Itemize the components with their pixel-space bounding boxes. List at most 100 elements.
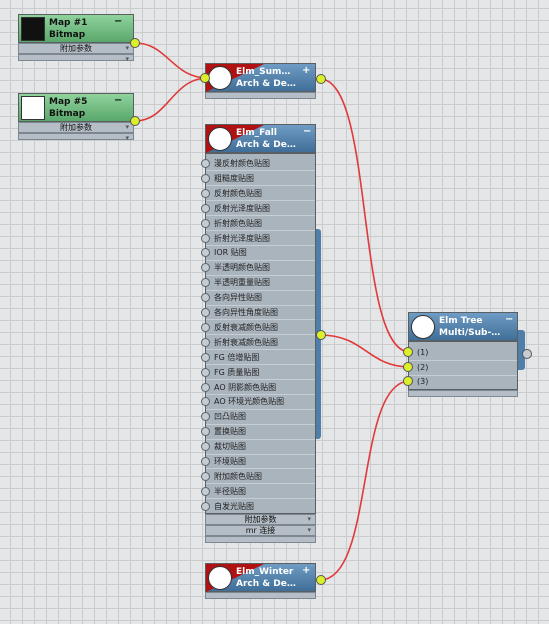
slot-input-port[interactable] [201, 233, 210, 243]
slot-label: FG 倍增贴图 [214, 352, 260, 362]
map-slot[interactable]: 环境贴图 [201, 454, 315, 469]
slot-input-port[interactable] [201, 442, 210, 452]
node-header[interactable]: Map #5 Bitmap − [18, 93, 134, 122]
map-slot[interactable]: 折射颜色贴图 [201, 216, 315, 231]
slot-input-port[interactable] [201, 173, 210, 183]
plus-icon[interactable]: + [302, 65, 311, 76]
slot-input-port[interactable] [201, 352, 210, 362]
output-port-elm-tree[interactable] [522, 349, 532, 359]
slot-label: 粗糙度贴图 [214, 173, 254, 183]
minus-icon[interactable]: − [114, 95, 123, 106]
slot-input-port[interactable] [201, 278, 210, 288]
input-port[interactable] [403, 347, 413, 357]
footer-rollout[interactable] [205, 592, 316, 599]
material-node-elm-fall[interactable]: Elm_Fall Arch & De… − 漫反射颜色贴图粗糙度贴图反射颜色贴图… [201, 124, 316, 545]
map-slot[interactable]: IOR 贴图 [201, 245, 315, 260]
sub-slot-3[interactable]: (3) [403, 374, 517, 389]
map-slot[interactable]: 裁切贴图 [201, 439, 315, 454]
material-node-elm-winter[interactable]: Elm_Winter Arch & De… + [205, 563, 316, 603]
slot-input-port[interactable] [201, 501, 210, 511]
slot-input-port[interactable] [201, 203, 210, 213]
output-port[interactable] [316, 74, 326, 84]
sub-slot-1[interactable]: (1) [403, 345, 517, 360]
node-header[interactable]: Elm Tree Multi/Sub-… − [408, 312, 518, 341]
slot-label: AO 环境光颜色贴图 [214, 397, 285, 407]
slot-label: 反射衰减颜色贴图 [214, 322, 278, 332]
footer-rollout-2[interactable]: ▾ [18, 54, 134, 63]
map-slot[interactable]: 折射光泽度贴图 [201, 231, 315, 246]
slot-input-port[interactable] [201, 308, 210, 317]
slot-input-port[interactable] [201, 471, 210, 481]
slot-input-port[interactable] [201, 293, 210, 303]
map-slot[interactable]: 半透明颜色贴图 [201, 260, 315, 275]
map-slot[interactable]: FG 倍增贴图 [201, 350, 315, 365]
output-port[interactable] [130, 38, 140, 48]
map-slot[interactable]: 漫反射颜色贴图 [201, 156, 315, 171]
footer-rollout-bottom[interactable] [205, 536, 316, 543]
map-slot[interactable]: 自发光贴图 [201, 499, 315, 514]
footer-rollout-2[interactable]: ▾ [18, 133, 134, 142]
node-side-tab[interactable] [516, 330, 525, 370]
node-header[interactable]: Elm_Fall Arch & De… − [205, 124, 316, 153]
slot-input-port[interactable] [201, 397, 210, 407]
minus-icon[interactable]: − [114, 16, 123, 27]
slot-divider [409, 375, 517, 376]
map-slot[interactable]: AO 阴影颜色贴图 [201, 380, 315, 395]
plus-icon[interactable]: + [302, 565, 311, 576]
footer-rollout-extra[interactable]: 附加参数▾ [205, 514, 316, 525]
slot-label: 半透明重量贴图 [214, 278, 270, 288]
slot-input-port[interactable] [201, 367, 210, 377]
map-slot[interactable]: 凹凸贴图 [201, 409, 315, 424]
input-port[interactable] [403, 376, 413, 386]
minus-icon[interactable]: − [505, 314, 514, 325]
map-slot[interactable]: 粗糙度贴图 [201, 171, 315, 186]
minus-icon[interactable]: − [303, 126, 312, 137]
material-node-elm-summer[interactable]: Elm_Sum… Arch & De… + [200, 63, 326, 103]
slot-input-port[interactable] [201, 159, 210, 168]
output-port-elm-winter[interactable] [316, 575, 326, 585]
sub-slot-2[interactable]: (2) [403, 360, 517, 375]
footer-rollout[interactable] [205, 92, 316, 99]
bitmap-thumbnail [21, 17, 45, 41]
node-header[interactable]: Map #1 Bitmap − [18, 14, 134, 43]
map-slot[interactable]: 反射光泽度贴图 [201, 201, 315, 216]
input-port[interactable] [200, 73, 210, 83]
map-slot[interactable]: 各向异性贴图 [201, 290, 315, 305]
bitmap-node-map5[interactable]: Map #5 Bitmap − 附加参数▾ ▾ [18, 93, 140, 145]
material-node-elm-tree[interactable]: Elm Tree Multi/Sub-… − (1) (2) (3) [403, 312, 518, 398]
node-header[interactable]: Elm_Winter Arch & De… + [205, 563, 316, 592]
map-slot[interactable]: 折射衰减颜色贴图 [201, 335, 315, 350]
slot-input-port[interactable] [201, 337, 210, 347]
slot-input-port[interactable] [201, 486, 210, 496]
map-slot[interactable]: FG 质量贴图 [201, 365, 315, 380]
map-slot[interactable]: 反射衰减颜色贴图 [201, 320, 315, 335]
slot-input-port[interactable] [201, 322, 210, 332]
slot-input-port[interactable] [201, 218, 210, 228]
node-header[interactable]: Elm_Sum… Arch & De… + [205, 63, 316, 92]
footer-rollout[interactable]: 附加参数▾ [18, 122, 134, 133]
map-slot[interactable]: 置换贴图 [201, 424, 315, 439]
slot-input-port[interactable] [201, 263, 210, 273]
output-port[interactable] [130, 116, 140, 126]
slot-input-port[interactable] [201, 412, 210, 422]
slot-input-port[interactable] [201, 188, 210, 198]
footer-rollout-mr[interactable]: mr 连接▾ [205, 525, 316, 536]
input-port[interactable] [403, 362, 413, 372]
footer-rollout[interactable]: 附加参数▾ [18, 43, 134, 54]
map-slot[interactable]: AO 环境光颜色贴图 [201, 394, 315, 409]
map-slot[interactable]: 半透明重量贴图 [201, 275, 315, 290]
footer-rollout[interactable] [408, 390, 518, 397]
map-slot[interactable]: 反射颜色贴图 [201, 186, 315, 201]
bitmap-node-map1[interactable]: Map #1 Bitmap − 附加参数▾ ▾ [18, 14, 140, 66]
map-slot[interactable]: 附加颜色贴图 [201, 469, 315, 484]
slot-label: (3) [417, 377, 429, 386]
slot-input-port[interactable] [201, 248, 210, 258]
slot-input-port[interactable] [201, 382, 210, 392]
slot-input-port[interactable] [201, 457, 210, 466]
output-port-elm-fall[interactable] [316, 330, 326, 340]
map-slot[interactable]: 各向异性角度贴图 [201, 305, 315, 320]
map-slot[interactable]: 半径贴图 [201, 484, 315, 499]
slot-input-port[interactable] [201, 427, 210, 437]
material-preview [411, 315, 435, 339]
